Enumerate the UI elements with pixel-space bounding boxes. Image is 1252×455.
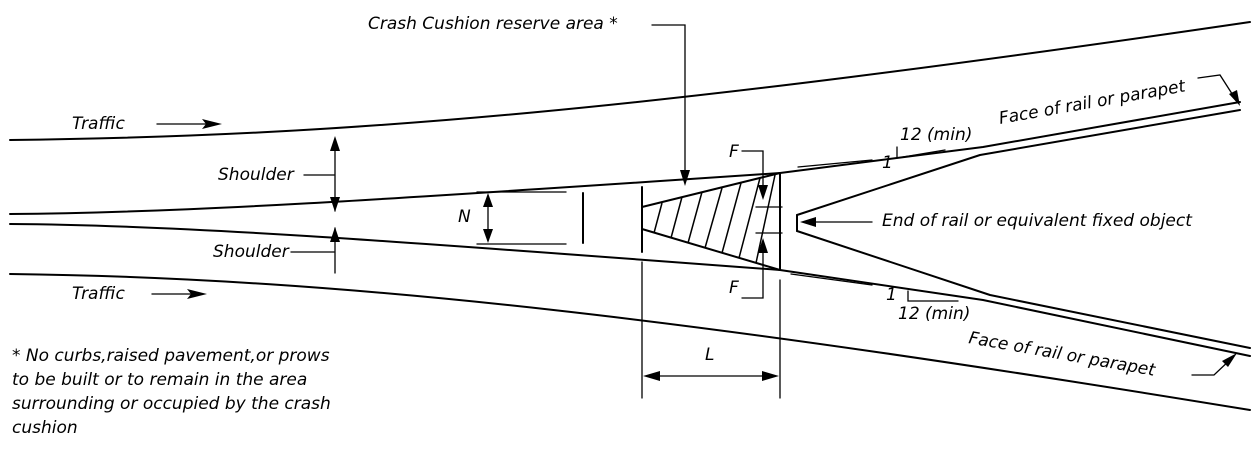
crash-cushion-hatching	[653, 174, 776, 264]
shoulder-label-bottom: Shoulder	[213, 242, 290, 262]
footnote-line-2: to be built or to remain in the area	[12, 370, 307, 390]
shoulder-label-top: Shoulder	[218, 165, 295, 185]
rail-lower-back	[796, 230, 1251, 349]
rail-lower-face	[779, 269, 1251, 357]
footnote-line-3: surrounding or occupied by the crash	[12, 394, 331, 414]
n-label: N	[458, 207, 471, 227]
rail-upper-back	[796, 109, 1241, 216]
lower-roadway-outer-edge	[9, 273, 1251, 411]
traffic-label-top: Traffic	[72, 114, 125, 134]
crash-cushion-reserve-area-label: Crash Cushion reserve area *	[368, 14, 618, 34]
crash-cushion-leader	[651, 24, 686, 181]
footnote: * No curbs,raised pavement,or prows to b…	[12, 346, 331, 438]
traffic-label-bottom: Traffic	[72, 284, 125, 304]
l-label: L	[705, 345, 714, 365]
upper-roadway-outer-edge	[9, 21, 1251, 141]
slope-top-run: 12 (min)	[900, 125, 972, 145]
rail-upper-face	[779, 101, 1241, 174]
f-leader-bottom	[741, 244, 764, 299]
end-of-rail-label: End of rail or equivalent fixed object	[882, 211, 1193, 231]
footnote-line-1: * No curbs,raised pavement,or prows	[12, 346, 330, 366]
f-leader-top	[741, 150, 764, 194]
face-of-rail-label-top: Face of rail or parapet	[997, 76, 1188, 129]
slope-top-rise: 1	[882, 153, 893, 173]
face-of-rail-label-bottom: Face of rail or parapet	[967, 328, 1158, 381]
slope-triangle-top	[896, 146, 946, 159]
slope-bottom-run: 12 (min)	[898, 304, 970, 324]
upper-roadway-inner-edge	[9, 172, 781, 215]
crash-cushion-triangle	[641, 172, 781, 271]
slope-triangle-bottom	[907, 290, 959, 302]
f-label-top: F	[729, 142, 739, 162]
f-label-bottom: F	[729, 278, 739, 298]
face-of-rail-leader-top	[1197, 74, 1237, 101]
lower-roadway-inner-edge	[9, 223, 781, 271]
slope-bottom-rise: 1	[886, 285, 897, 305]
footnote-line-4: cushion	[12, 418, 78, 438]
